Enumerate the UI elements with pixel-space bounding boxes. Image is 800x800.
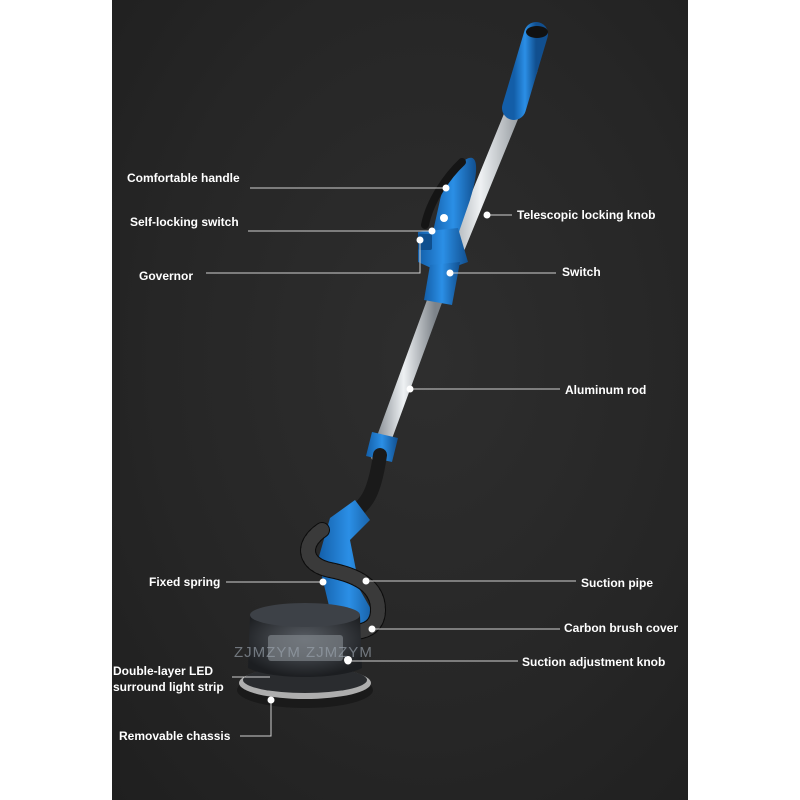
aluminum-rod-lower [370,292,443,463]
label-suction-adjustment-knob: Suction adjustment knob [522,655,665,669]
label-fixed-spring: Fixed spring [149,575,220,589]
top-end-cap [502,22,548,120]
callout-labels: Comfortable handle Self-locking switch G… [113,171,678,743]
label-telescopic-locking-knob: Telescopic locking knob [517,208,655,222]
sander-tool [237,22,548,708]
label-comfortable-handle: Comfortable handle [127,171,240,185]
label-self-locking-switch: Self-locking switch [130,215,239,229]
label-led-strip-line2: surround light strip [113,680,224,694]
pointer-dots [267,184,491,704]
self-locking-switch-icon [440,214,448,222]
watermark-text: ZJMZYM ZJMZYM [234,644,373,661]
label-removable-chassis: Removable chassis [119,729,231,743]
handle-assembly [418,157,477,305]
sanding-head [237,603,373,708]
leader-lines [206,187,576,737]
leader-removable-chassis [240,700,272,737]
label-carbon-brush-cover: Carbon brush cover [564,621,678,635]
label-suction-pipe: Suction pipe [581,576,653,590]
label-led-strip-line1: Double-layer LED [113,664,213,678]
label-governor: Governor [139,269,193,283]
label-switch: Switch [562,265,601,279]
label-aluminum-rod: Aluminum rod [565,383,646,397]
leader-governor [206,240,421,274]
